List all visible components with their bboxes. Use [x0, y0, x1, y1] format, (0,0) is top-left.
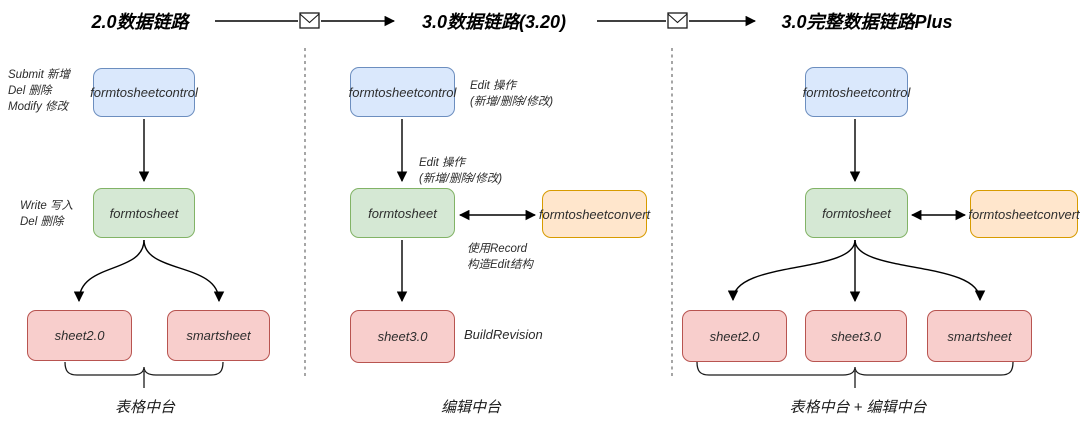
v2-smartsheet-node: smartsheet	[167, 310, 270, 361]
v3plus-sheet3-node: sheet3.0	[805, 310, 907, 362]
v3-edge-label: Edit 操作 (新增/删除/修改)	[419, 155, 502, 187]
v3-footer-label: 编辑中台	[440, 399, 502, 416]
envelope-icon	[667, 12, 688, 29]
v3-convert-note: 使用Record 构造Edit结构	[467, 241, 533, 273]
v3-output-note: BuildRevision	[464, 327, 543, 342]
v2-sheet2-node: sheet2.0	[27, 310, 132, 361]
v3-formtosheet-node: formtosheet	[350, 188, 455, 238]
v3-sheet3-node: sheet3.0	[350, 310, 455, 363]
v3plus-flow-arrows	[727, 119, 986, 303]
note-line: Del 删除	[20, 216, 64, 228]
v2-control-ops-note: Submit 新增 Del 删除 Modify 修改	[8, 67, 70, 115]
v2-formtosheet-node: formtosheet	[93, 188, 195, 238]
note-line: Edit 操作	[419, 157, 466, 169]
v3plus-formtosheet-node: formtosheet	[805, 188, 908, 238]
note-line: Del 删除	[8, 85, 52, 97]
v3plus-group-brace	[696, 361, 1014, 388]
note-line: 使用Record	[467, 243, 528, 255]
stage-title-v3: 3.0数据链路(3.20)	[421, 12, 567, 32]
note-line: (新增/删除/修改)	[470, 96, 554, 108]
v3plus-formtosheetcontrol-node: formtosheetcontrol	[803, 67, 910, 117]
v3-flow-arrows	[396, 119, 537, 303]
v3-formtosheetcontrol-node: formtosheetcontrol	[349, 67, 456, 117]
envelope-icon	[299, 12, 320, 29]
v2-formtosheetcontrol-node: formtosheetcontrol	[90, 68, 198, 117]
note-line: (新增/删除/修改)	[419, 173, 503, 185]
v3plus-smartsheet-node: smartsheet	[927, 310, 1032, 362]
v3plus-footer-label: 表格中台 + 编辑中台	[789, 399, 927, 416]
stage-title-v3plus: 3.0完整数据链路Plus	[781, 12, 953, 32]
v3plus-formtosheetconvert-node: formtosheetconvert	[968, 190, 1080, 238]
v2-flow-arrows	[73, 119, 225, 303]
v3-control-ops-note: Edit 操作 (新增/删除/修改)	[470, 78, 553, 110]
stage-title-v2: 2.0数据链路	[91, 12, 189, 32]
v3-formtosheetconvert-node: formtosheetconvert	[539, 190, 650, 238]
note-line: Edit 操作	[470, 80, 517, 92]
v2-group-brace	[64, 361, 224, 388]
v2-footer-label: 表格中台	[114, 399, 176, 416]
note-line: Modify 修改	[8, 101, 69, 113]
note-line: Write 写入	[20, 200, 74, 212]
v3plus-sheet2-node: sheet2.0	[682, 310, 787, 362]
v2-sheet-ops-note: Write 写入 Del 删除	[20, 198, 73, 230]
note-line: Submit 新增	[8, 69, 70, 81]
note-line: 构造Edit结构	[467, 259, 533, 271]
